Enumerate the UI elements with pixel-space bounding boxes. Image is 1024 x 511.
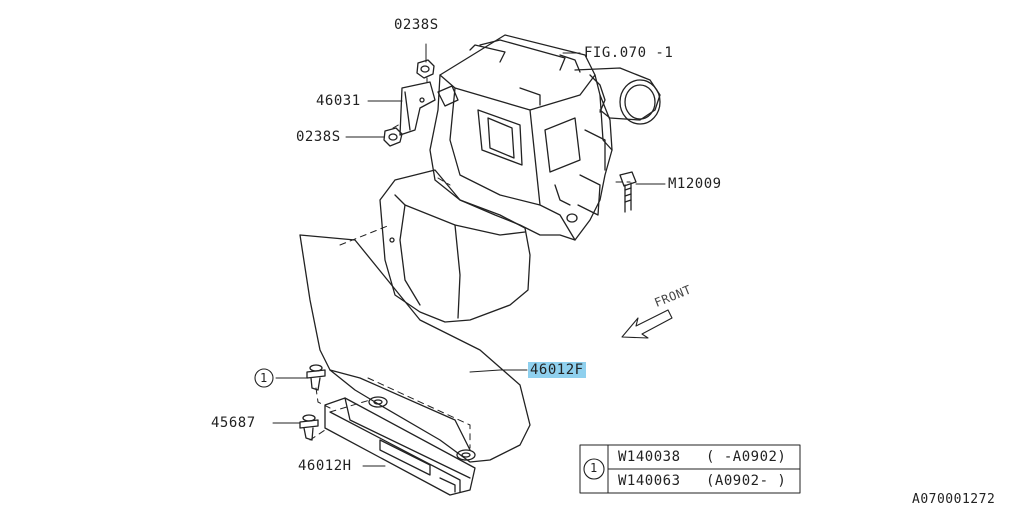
drawing-number: A070001272	[912, 492, 996, 507]
air-cleaner-case	[429, 34, 613, 241]
table-row-2-range: (A0902- )	[706, 473, 787, 489]
nut-0238S-bottom	[383, 127, 403, 147]
assembly-lines	[309, 77, 631, 449]
label-46031: 46031	[316, 93, 361, 109]
callout-number: 1	[260, 371, 268, 385]
table-row-1-part: W140038	[618, 449, 681, 465]
label-0238S-top: 0238S	[394, 17, 439, 33]
cover-46012H	[324, 397, 476, 496]
bracket-46031	[399, 81, 459, 136]
table-row-1-range: ( -A0902)	[706, 449, 787, 465]
label-46012F[interactable]: 46012F	[528, 362, 586, 378]
front-arrow	[621, 309, 673, 339]
label-fig-070-1: FIG.070 -1	[584, 45, 674, 61]
resonator	[379, 169, 531, 323]
leader-lines	[272, 43, 666, 467]
table-callout-circle	[583, 458, 605, 480]
label-M12009: M12009	[668, 176, 722, 192]
label-45687: 45687	[211, 415, 256, 431]
clip-1	[306, 364, 326, 391]
cover-46012F	[299, 234, 531, 463]
table-ref-number: 1	[590, 461, 598, 475]
label-46012H: 46012H	[298, 458, 352, 474]
reference-table-grid	[579, 444, 801, 494]
clip-45687	[299, 414, 319, 441]
intake-duct	[559, 54, 661, 125]
callout-circle	[254, 368, 274, 388]
table-row-2-part: W140063	[618, 473, 681, 489]
nut-0238S-top	[416, 59, 435, 79]
bolt-M12009	[619, 171, 637, 213]
label-46012F-text: 46012F	[528, 362, 586, 378]
label-0238S-bottom: 0238S	[296, 129, 341, 145]
